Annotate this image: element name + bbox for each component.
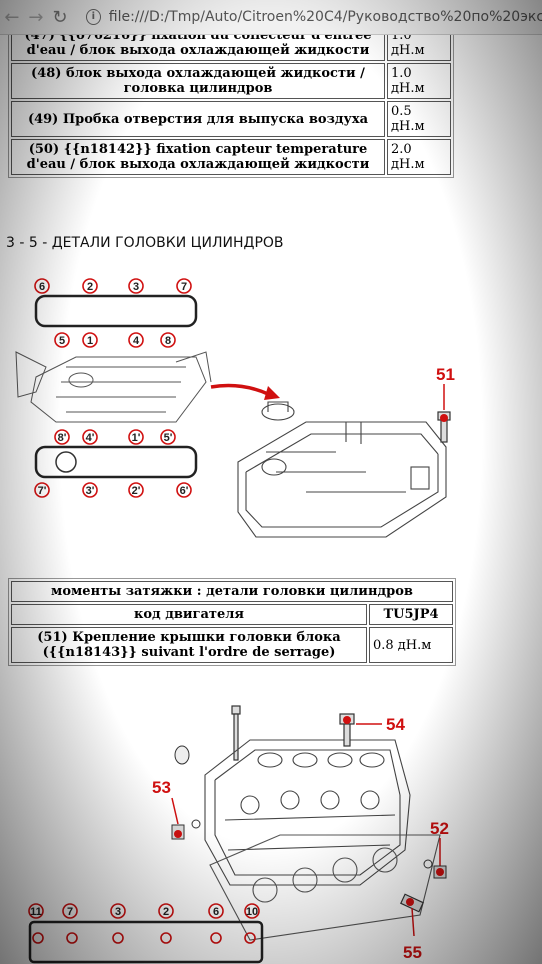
row-label: (49) Пробка отверстия для выпуска воздух… (11, 101, 385, 137)
engine-code-value: TU5JP4 (369, 604, 453, 625)
sequence-number: 8 (165, 335, 171, 347)
row-label: (50) {{n18142}} fixation capteur tempera… (11, 139, 385, 175)
back-icon[interactable]: ← (4, 6, 20, 28)
table-row: код двигателя TU5JP4 (11, 604, 453, 625)
sequence-number: 10 (246, 906, 258, 918)
address-bar[interactable]: file:///D:/Tmp/Auto/Citroen%20C4/Руковод… (108, 9, 542, 25)
sequence-plate (28, 920, 264, 964)
callout-label: 54 (386, 715, 405, 734)
callout-label: 51 (436, 365, 455, 384)
engine-code-header: код двигателя (11, 604, 367, 625)
sequence-number: 5' (164, 432, 173, 444)
coolant-torque-table: (47) {{o76216}} fixation du collecteur d… (8, 22, 454, 178)
sequence-number: 3 (133, 281, 139, 293)
table-row: (49) Пробка отверстия для выпуска воздух… (11, 101, 451, 137)
table-row: (51) Крепление крышки головки блока ({{n… (11, 627, 453, 663)
sequence-number: 6' (180, 485, 189, 497)
row-value: 2.0 дН.м (387, 139, 451, 175)
table-row: (50) {{n18142}} fixation capteur tempera… (11, 139, 451, 175)
forward-icon[interactable]: → (28, 6, 44, 28)
sequence-number: 8' (58, 432, 67, 444)
sequence-number: 7 (67, 906, 73, 918)
callout-label: 52 (430, 819, 449, 838)
cover-diagram: 6 2 3 7 5 1 4 8 8' 4' 1' 5' 7' 3' 2' 6' (15, 278, 455, 538)
sequence-number: 7 (181, 281, 187, 293)
sequence-number: 4 (133, 335, 140, 347)
sequence-number: 1' (132, 432, 141, 444)
sequence-number: 2 (87, 281, 93, 293)
section-title: 3 - 5 - ДЕТАЛИ ГОЛОВКИ ЦИЛИНДРОВ (6, 235, 284, 251)
reload-icon[interactable]: ↻ (52, 6, 68, 28)
row-label: (48) блок выхода охлаждающей жидкости / … (11, 63, 385, 99)
row-value: 0.5 дН.м (387, 101, 451, 137)
gasket-outline (34, 445, 198, 479)
sequence-number: 5 (59, 335, 65, 347)
row-value: 1.0 дН.м (387, 63, 451, 99)
table-row: моменты затяжки : детали головки цилиндр… (11, 581, 453, 602)
callout-label: 53 (152, 778, 171, 797)
browser-toolbar: ← → ↻ i file:///D:/Tmp/Auto/Citroen%20C4… (0, 0, 542, 35)
table-title: моменты затяжки : детали головки цилиндр… (11, 581, 453, 602)
info-icon[interactable]: i (85, 9, 101, 25)
row-label: (51) Крепление крышки головки блока ({{n… (11, 627, 367, 663)
sequence-number: 3 (115, 906, 121, 918)
callout-label: 55 (403, 943, 422, 962)
gasket-outline (34, 294, 198, 328)
sequence-number: 4' (86, 432, 95, 444)
sequence-number: 1 (87, 335, 93, 347)
table-row: (48) блок выхода охлаждающей жидкости / … (11, 63, 451, 99)
sequence-number: 6 (213, 906, 219, 918)
sequence-number: 2' (132, 485, 141, 497)
sequence-number: 3' (86, 485, 95, 497)
row-value: 0.8 дН.м (369, 627, 453, 663)
sequence-number: 6 (39, 281, 45, 293)
cover-torque-table: моменты затяжки : детали головки цилиндр… (8, 578, 456, 666)
sequence-number: 11 (30, 906, 42, 918)
sequence-number: 7' (38, 485, 47, 497)
sequence-number: 2 (163, 906, 169, 918)
cylinder-head-diagram: 54 53 52 55 11 7 3 2 6 10 (28, 705, 449, 964)
